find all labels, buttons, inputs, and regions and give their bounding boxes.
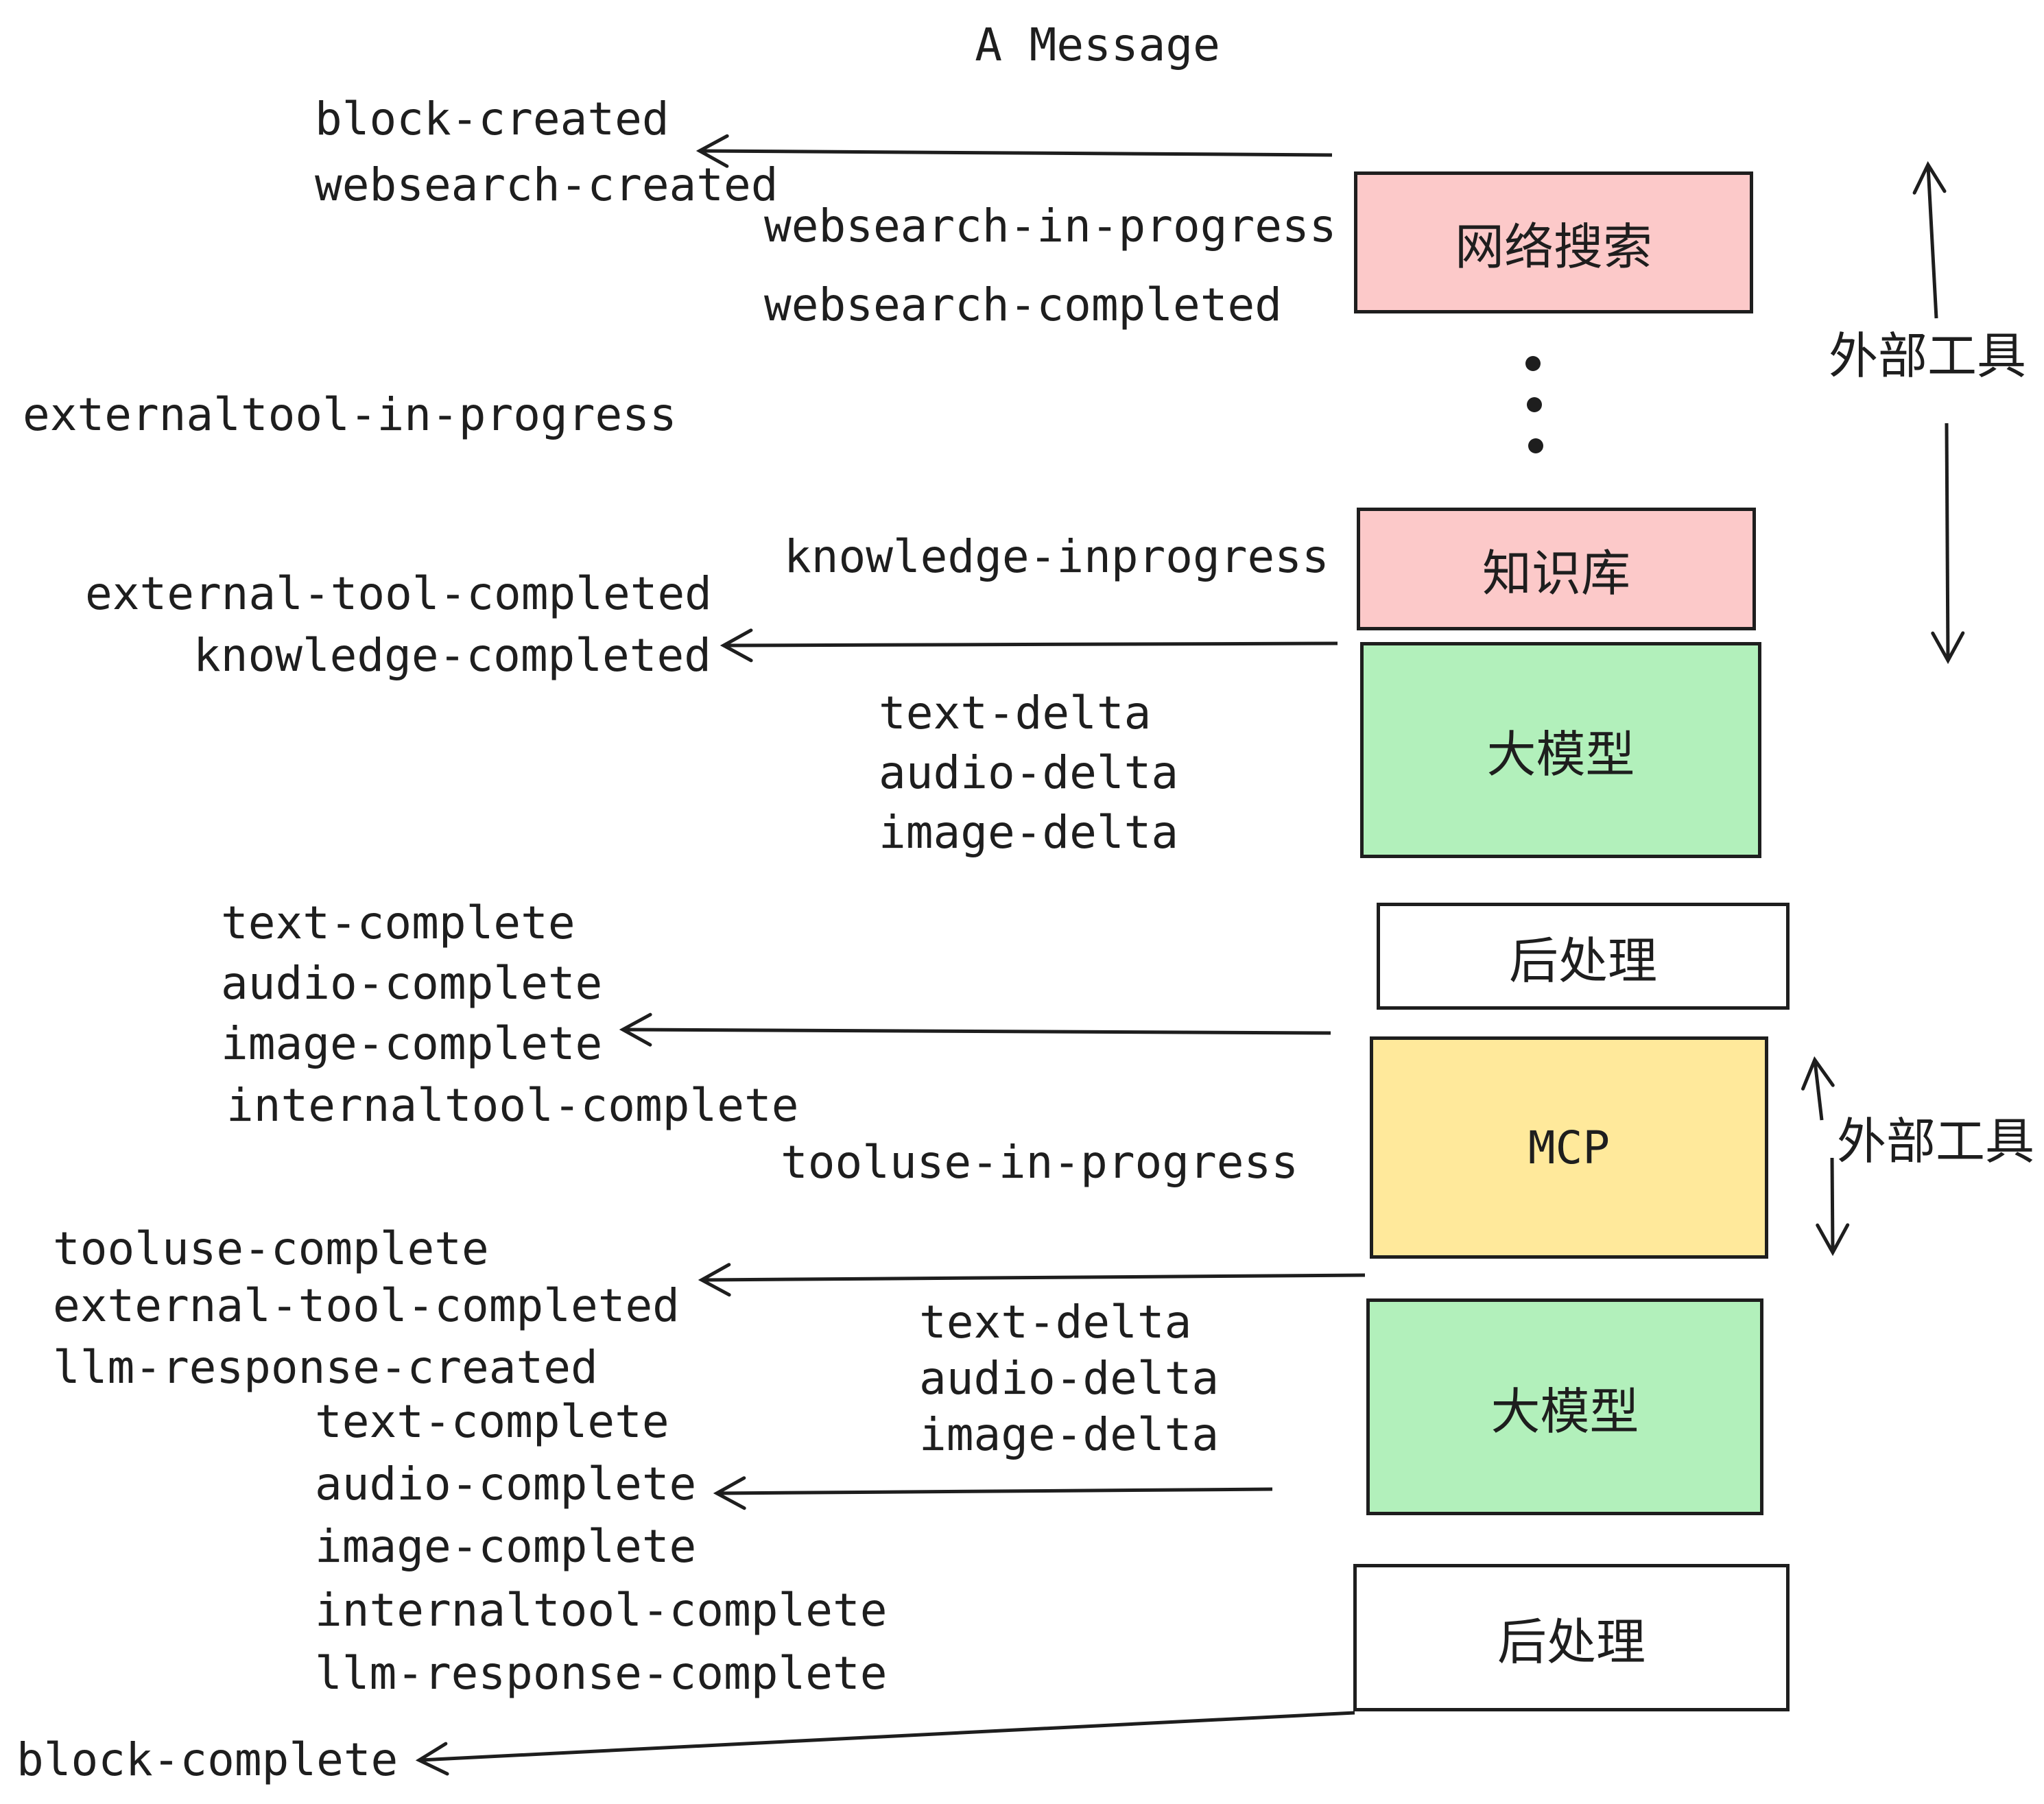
event-knowledge-completed: knowledge-completed: [193, 629, 711, 682]
event-audio-delta-2: audio-delta: [919, 1352, 1220, 1405]
event-image-complete-2: image-complete: [315, 1520, 697, 1573]
event-audio-delta: audio-delta: [879, 746, 1179, 799]
event-external-tool-completed: external-tool-completed: [85, 567, 712, 620]
ellipsis-dot: [1528, 438, 1543, 453]
node-postprocess-1-label: 后处理: [1508, 931, 1657, 990]
arrow-mcp-down: [1816, 1157, 1850, 1257]
arrow-knowledge-completed: [720, 628, 1338, 663]
node-llm-2-label: 大模型: [1490, 1382, 1639, 1440]
annotation-external-tools-top: 外部工具: [1827, 327, 2028, 385]
node-postprocess-2-label: 后处理: [1497, 1613, 1645, 1671]
node-websearch-label: 网络搜索: [1454, 218, 1652, 276]
event-external-tool-completed-2: external-tool-completed: [53, 1279, 680, 1332]
event-text-complete-2: text-complete: [315, 1395, 669, 1448]
event-audio-complete: audio-complete: [221, 957, 603, 1010]
node-llm-1-label: 大模型: [1486, 726, 1635, 783]
event-text-complete: text-complete: [221, 897, 575, 949]
event-llm-response-created: llm-response-created: [53, 1341, 598, 1394]
ellipsis-dot: [1525, 356, 1541, 371]
node-knowledge-base-label: 知识库: [1482, 545, 1630, 602]
event-externaltool-in-progress: externaltool-in-progress: [23, 388, 677, 441]
event-image-delta-2: image-delta: [919, 1408, 1220, 1461]
node-postprocess-1: 后处理: [1377, 903, 1790, 1010]
node-mcp: MCP: [1370, 1036, 1768, 1259]
event-image-delta: image-delta: [879, 806, 1179, 859]
event-tooluse-in-progress: tooluse-in-progress: [781, 1136, 1298, 1189]
arrow-external-tools-up: [1912, 161, 1947, 319]
event-block-complete: block-complete: [16, 1733, 399, 1786]
node-postprocess-2: 后处理: [1353, 1564, 1790, 1711]
event-text-delta-2: text-delta: [919, 1296, 1192, 1349]
node-mcp-label: MCP: [1528, 1121, 1611, 1174]
arrow-mcp-up: [1801, 1056, 1835, 1121]
arrow-block-created: [696, 134, 1333, 168]
node-websearch: 网络搜索: [1354, 171, 1753, 313]
event-internaltool-complete: internaltool-complete: [226, 1079, 799, 1132]
event-websearch-created: websearch-created: [315, 158, 779, 211]
event-image-complete: image-complete: [221, 1017, 603, 1070]
event-websearch-in-progress: websearch-in-progress: [764, 200, 1337, 252]
event-knowledge-inprogress: knowledge-inprogress: [784, 530, 1329, 583]
arrow-tooluse-complete: [698, 1263, 1366, 1297]
node-knowledge-base: 知识库: [1357, 508, 1756, 630]
event-text-delta: text-delta: [879, 687, 1152, 739]
event-block-created: block-created: [315, 93, 669, 145]
arrow-audio-complete: [713, 1476, 1273, 1510]
event-llm-response-complete: llm-response-complete: [315, 1647, 888, 1700]
diagram-title: A Message: [975, 19, 1220, 71]
event-audio-complete-2: audio-complete: [315, 1458, 697, 1510]
arrow-block-complete: [415, 1711, 1355, 1776]
arrow-image-complete: [619, 1012, 1331, 1047]
ellipsis-dot: [1527, 397, 1542, 412]
event-tooluse-complete: tooluse-complete: [53, 1222, 489, 1275]
event-websearch-completed: websearch-completed: [764, 278, 1282, 331]
event-internaltool-complete-2: internaltool-complete: [315, 1584, 888, 1637]
node-llm-2: 大模型: [1366, 1298, 1763, 1515]
node-llm-1: 大模型: [1360, 642, 1761, 858]
annotation-external-tools-bottom: 外部工具: [1837, 1113, 2035, 1170]
arrow-external-tools-down: [1931, 423, 1965, 665]
